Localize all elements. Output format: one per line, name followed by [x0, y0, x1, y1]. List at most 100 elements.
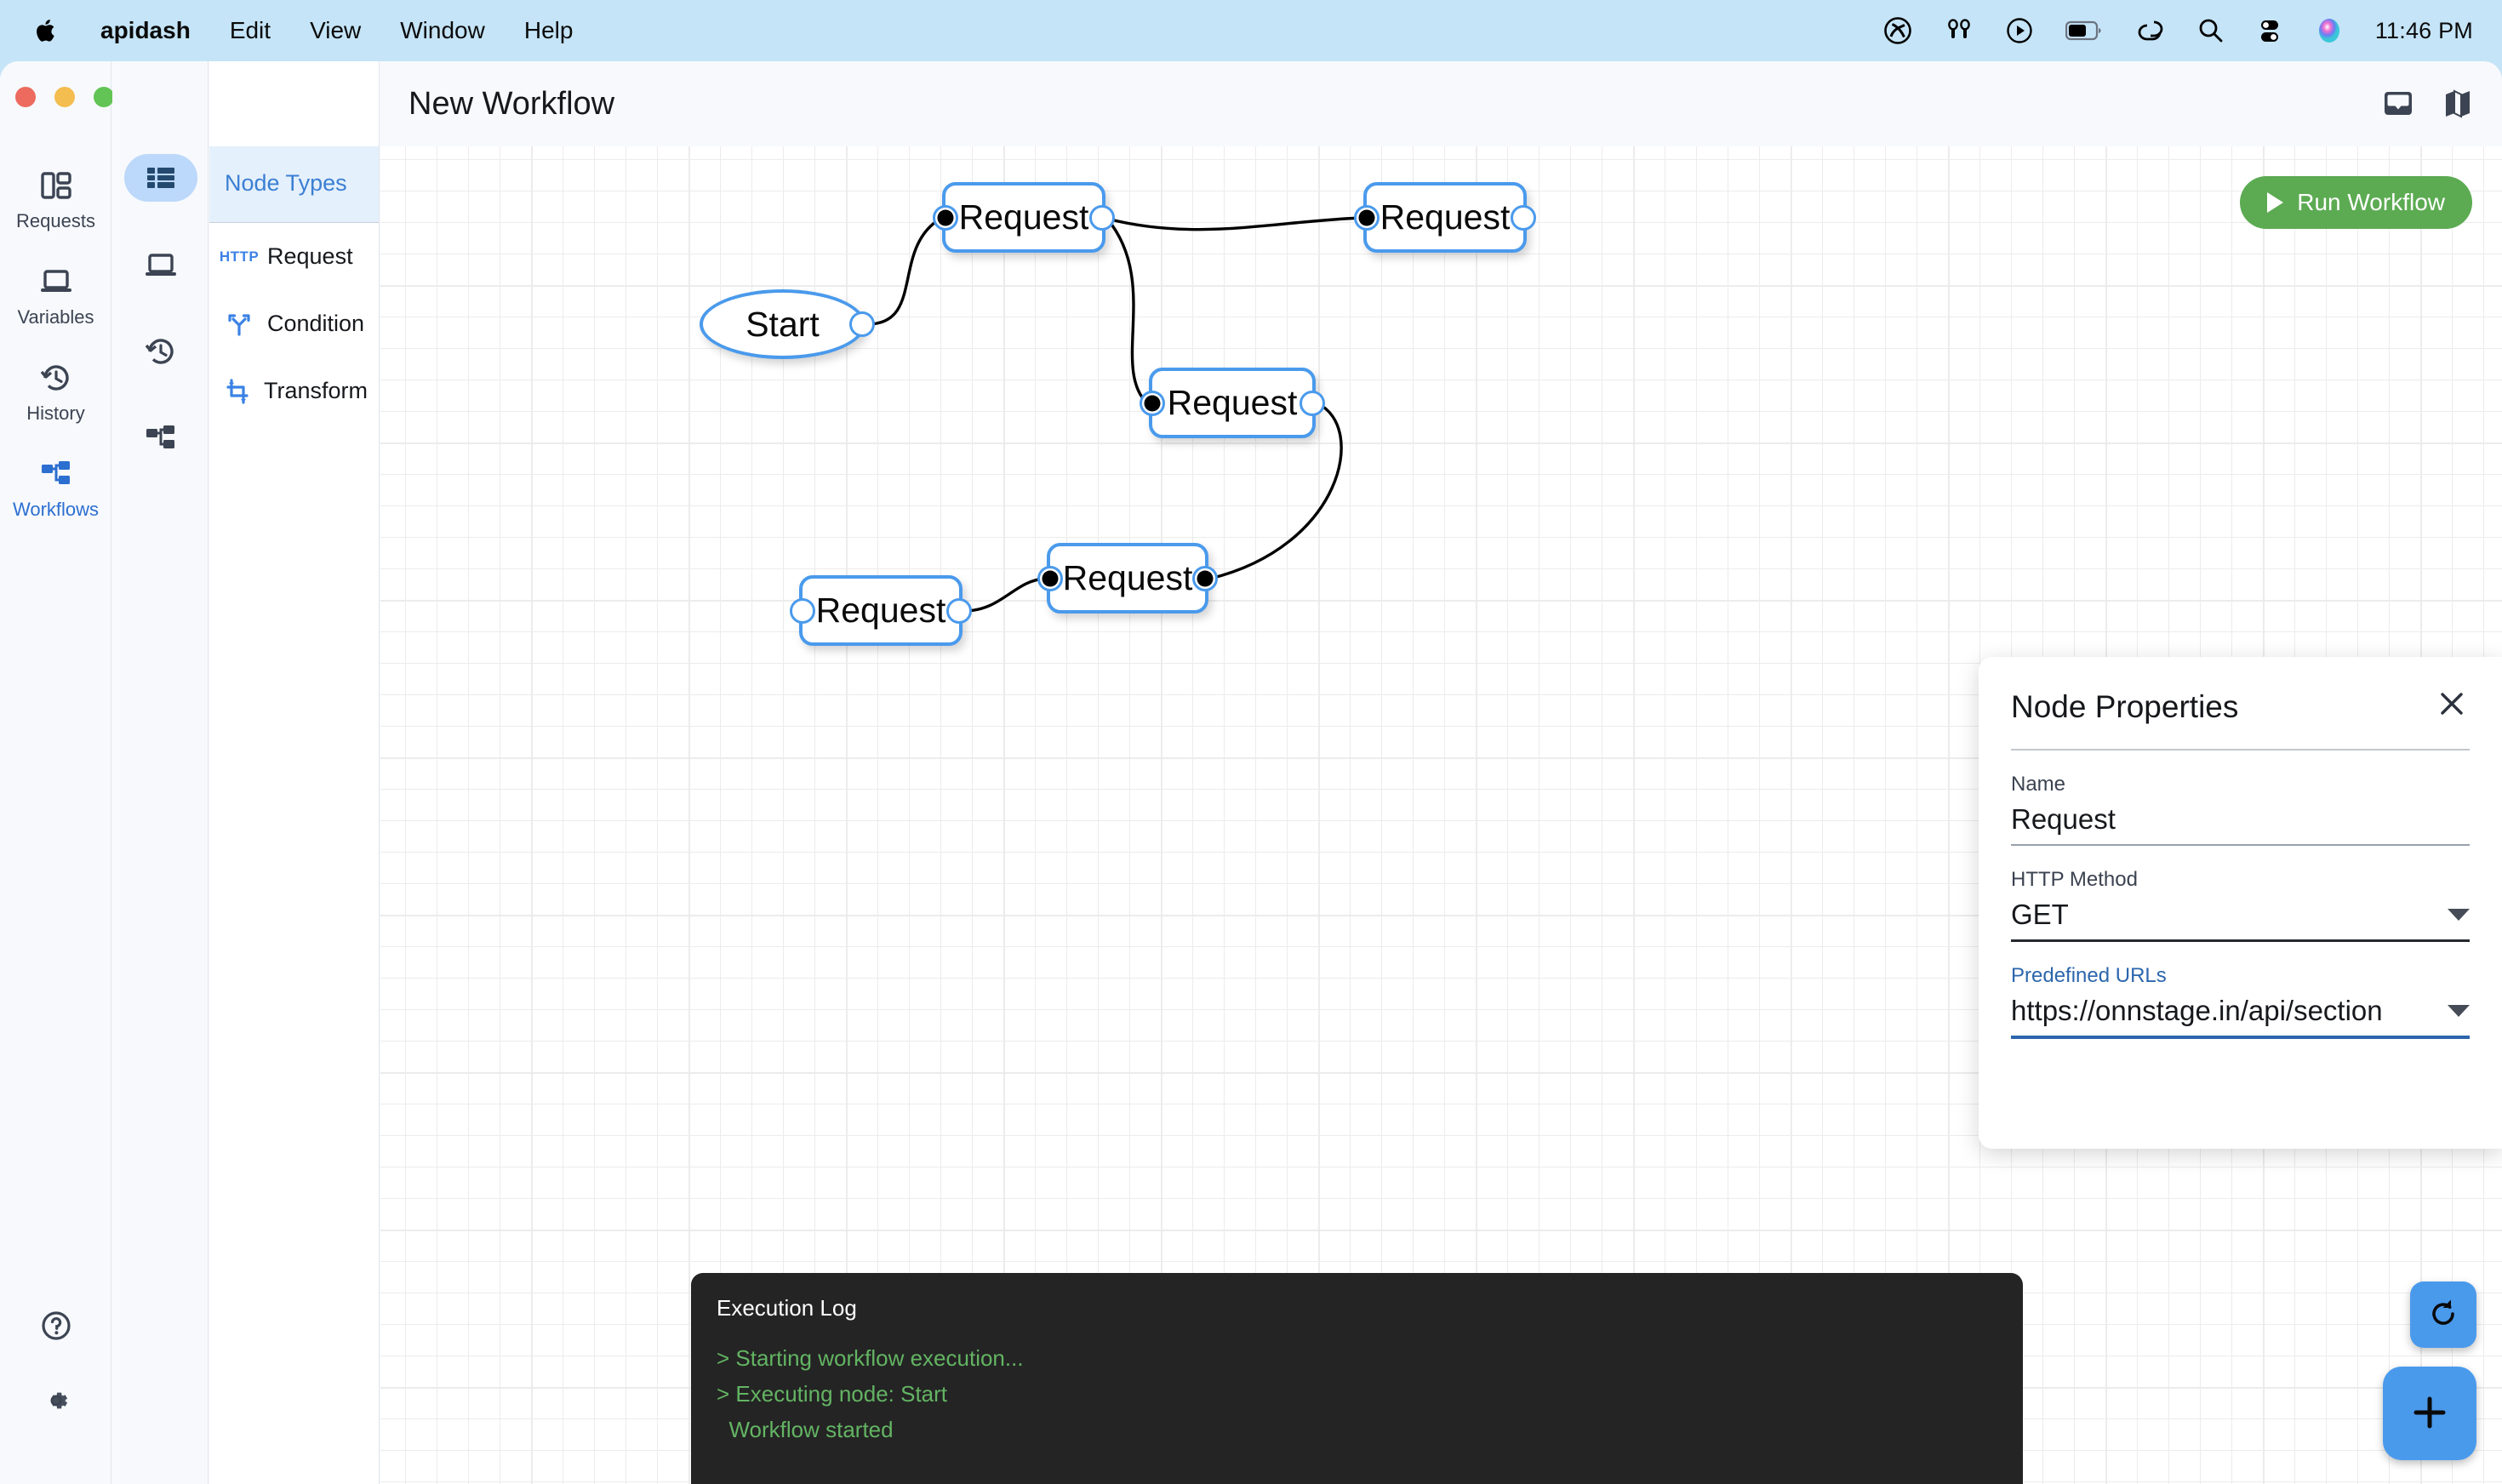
- edge-req1-req2: [1106, 216, 1362, 231]
- search-icon[interactable]: [2196, 14, 2224, 48]
- menu-item-window[interactable]: Window: [400, 17, 485, 43]
- node-label: Request: [1167, 383, 1298, 422]
- node-properties-panel: Node Properties Name Request HTTP Method…: [1979, 657, 2502, 1149]
- field-http-method: HTTP Method GET: [2011, 868, 2470, 942]
- workflow-node-request-5[interactable]: Request: [790, 575, 972, 646]
- node-output-port[interactable]: [1089, 204, 1115, 231]
- execution-log-title: Execution Log: [717, 1295, 857, 1321]
- workflow-header: New Workflow: [380, 61, 2502, 146]
- node-type-condition[interactable]: Condition: [209, 290, 379, 357]
- icon-column-item-history[interactable]: [112, 320, 208, 383]
- execution-log-panel: Execution Log > Starting workflow execut…: [691, 1273, 2023, 1484]
- run-workflow-button[interactable]: Run Workflow: [2240, 176, 2472, 229]
- workflow-node-request-4[interactable]: Request: [1037, 543, 1218, 614]
- sidebar-item-workflows[interactable]: Workflows: [0, 455, 111, 521]
- node-types-panel: Node Types HTTP Request Condition Transf…: [209, 61, 380, 1484]
- node-label: Request: [1380, 197, 1511, 237]
- sidebar-item-history[interactable]: History: [0, 359, 111, 425]
- node-output-port[interactable]: [1192, 565, 1218, 591]
- node-type-request[interactable]: HTTP Request: [209, 223, 379, 290]
- menu-item-help[interactable]: Help: [523, 17, 574, 43]
- workflow-node-request-3[interactable]: Request: [1140, 368, 1325, 438]
- http-method-select[interactable]: GET: [2011, 899, 2470, 939]
- icon-column-item-requests[interactable]: [112, 146, 208, 209]
- node-type-label: Condition: [267, 311, 365, 336]
- window-traffic-lights: [15, 87, 114, 107]
- sidebar-item-label: Variables: [17, 306, 94, 328]
- minimize-traffic-light[interactable]: [54, 87, 75, 107]
- field-underline: [2011, 939, 2470, 942]
- chevron-down-icon: [2448, 1004, 2470, 1017]
- node-input-port[interactable]: [1140, 390, 1165, 416]
- field-label: HTTP Method: [2011, 868, 2138, 891]
- node-input-port[interactable]: [933, 204, 958, 231]
- node-output-port[interactable]: [1511, 204, 1536, 231]
- node-output-port[interactable]: [849, 311, 875, 337]
- node-types-header: Node Types: [209, 146, 379, 223]
- list-grid-icon: [123, 154, 197, 202]
- history-clock-icon: [38, 359, 74, 397]
- field-underline: [2011, 844, 2470, 846]
- workflow-nodes-icon: [124, 414, 197, 462]
- node-output-port[interactable]: [946, 597, 972, 624]
- node-properties-title: Node Properties: [2011, 689, 2239, 724]
- laptop-icon: [38, 263, 74, 300]
- refresh-fab-button[interactable]: [2410, 1281, 2476, 1348]
- sidebar: Requests Variables History Workflows: [0, 61, 114, 1484]
- dashboard-icon: [39, 167, 73, 204]
- execution-log-line: > Starting workflow execution...: [717, 1345, 1024, 1371]
- map-icon[interactable]: [2444, 88, 2471, 119]
- apple-logo-icon[interactable]: [32, 14, 61, 48]
- name-input[interactable]: Request: [2011, 803, 2116, 835]
- sidebar-item-variables[interactable]: Variables: [0, 263, 111, 328]
- node-input-port[interactable]: [1037, 565, 1063, 591]
- predefined-urls-value: https://onnstage.in/api/section: [2011, 994, 2383, 1026]
- node-input-port[interactable]: [790, 597, 815, 624]
- plus-icon: [2410, 1393, 2449, 1435]
- menu-bar-clock: 11:46 PM: [2374, 17, 2473, 43]
- icon-column: [112, 61, 208, 1484]
- chevron-down-icon: [2448, 909, 2470, 921]
- help-circle-icon[interactable]: [0, 1309, 111, 1343]
- crop-transform-icon: [225, 378, 250, 404]
- workflow-node-request-1[interactable]: Request: [933, 182, 1115, 253]
- predefined-urls-select[interactable]: https://onnstage.in/api/section: [2011, 995, 2470, 1036]
- field-label: Name: [2011, 773, 2066, 796]
- menu-item-edit[interactable]: Edit: [229, 17, 271, 43]
- floating-action-buttons: [2383, 1281, 2476, 1460]
- maximize-traffic-light[interactable]: [94, 87, 114, 107]
- gear-icon[interactable]: [0, 1384, 111, 1418]
- edge-req5-req4: [963, 577, 1046, 613]
- icon-column-item-workflows[interactable]: [112, 407, 208, 470]
- close-traffic-light[interactable]: [15, 87, 36, 107]
- creative-cloud-icon[interactable]: [1883, 14, 1912, 48]
- node-label: Start: [745, 304, 820, 344]
- workflow-node-request-2[interactable]: Request: [1354, 182, 1536, 253]
- sidebar-item-requests[interactable]: Requests: [0, 167, 111, 232]
- node-output-port[interactable]: [1300, 390, 1325, 416]
- siri-icon[interactable]: [2316, 14, 2343, 48]
- menu-item-view[interactable]: View: [310, 17, 362, 43]
- play-triangle-icon: [2267, 192, 2284, 213]
- node-type-label: Transform: [264, 378, 368, 403]
- field-label: Predefined URLs: [2011, 963, 2167, 987]
- history-clock-icon: [124, 328, 197, 375]
- workflow-nodes-icon: [38, 455, 74, 493]
- workflow-node-start[interactable]: Start: [700, 289, 875, 359]
- play-circle-icon[interactable]: [2006, 14, 2033, 48]
- workflow-canvas[interactable]: Start Request Request Request Request Re…: [380, 146, 2502, 1484]
- screen-mirroring-icon[interactable]: [2135, 14, 2164, 48]
- panel-bottom-icon[interactable]: [2383, 88, 2413, 119]
- menu-item-apidash[interactable]: apidash: [100, 17, 191, 43]
- run-workflow-label: Run Workflow: [2297, 189, 2445, 215]
- icon-column-item-variables[interactable]: [112, 233, 208, 296]
- close-x-icon[interactable]: [2434, 689, 2470, 722]
- airpods-icon[interactable]: [1945, 14, 1974, 48]
- node-input-port[interactable]: [1354, 204, 1380, 231]
- add-node-fab-button[interactable]: [2383, 1367, 2476, 1460]
- battery-icon[interactable]: [2065, 14, 2103, 48]
- control-center-icon[interactable]: [2256, 14, 2283, 48]
- field-name: Name Request: [2011, 773, 2470, 846]
- laptop-icon: [124, 241, 197, 288]
- node-type-transform[interactable]: Transform: [209, 357, 379, 425]
